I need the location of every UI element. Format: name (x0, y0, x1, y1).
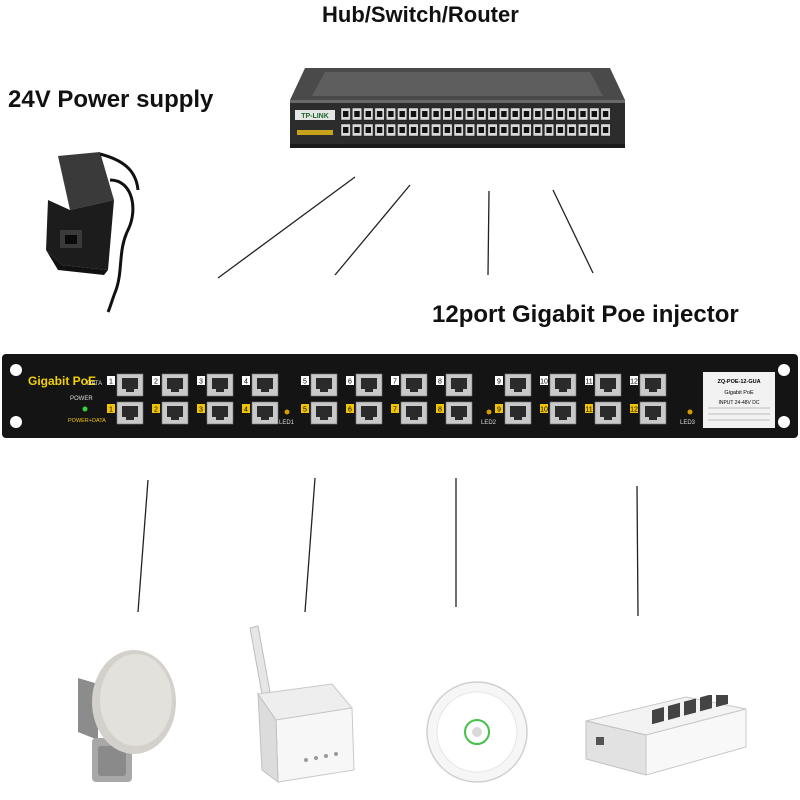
power-port-number: 12 (630, 407, 638, 414)
data-port-number: 4 (244, 379, 248, 386)
power-port-number: 6 (348, 407, 352, 414)
mount-hole (778, 416, 790, 428)
mount-hole (10, 416, 22, 428)
power-port-number: 3 (199, 407, 203, 414)
connection-line (637, 486, 638, 616)
power-port-number: 5 (303, 407, 307, 414)
led1-indicator (285, 410, 290, 415)
connection-line (335, 185, 410, 275)
led2-indicator (487, 410, 492, 415)
power-port-number: 11 (585, 407, 592, 414)
power-data-label: POWER+DATA (68, 418, 106, 424)
connection-line (138, 480, 148, 612)
data-port-number: 12 (630, 379, 638, 386)
poe-switch-device (582, 695, 750, 780)
power-port-number: 4 (244, 407, 248, 414)
power-supply (38, 150, 153, 315)
data-port-number: 10 (540, 379, 548, 386)
input-text: INPUT 24-48V DC (718, 400, 759, 406)
network-switch: TP-LINK (285, 60, 630, 152)
connection-line (218, 177, 355, 278)
data-port-number: 9 (497, 379, 501, 386)
outdoor-cpe-device (72, 640, 182, 790)
power-port-number: 10 (540, 407, 548, 414)
wifi-router-device (240, 622, 360, 787)
power-port-number: 9 (497, 407, 501, 414)
data-port-number: 11 (585, 379, 592, 386)
data-port-number: 7 (393, 379, 397, 386)
power-label: POWER (70, 396, 93, 402)
connection-line (305, 478, 315, 612)
data-port-number: 5 (303, 379, 307, 386)
led3-indicator (688, 410, 693, 415)
connection-line (488, 191, 489, 275)
data-port-number: 6 (348, 379, 352, 386)
model-text: ZQ-POE-12-GUA (717, 379, 760, 385)
data-port-number: 3 (199, 379, 203, 386)
injector-brand: Gigabit PoE (28, 374, 96, 388)
mount-hole (10, 364, 22, 376)
connection-line (553, 190, 593, 273)
product-text: Gigabit PoE (724, 390, 754, 396)
poe-injector-panel: Gigabit PoE DATA POWER POWER+DATA 112233… (0, 352, 800, 444)
power-led (83, 407, 88, 412)
data-port-number: 1 (109, 379, 113, 386)
power-port-number: 1 (109, 407, 113, 414)
led1-label: LED1 (279, 420, 295, 426)
power-port-number: 7 (393, 407, 397, 414)
data-label: DATA (87, 381, 102, 387)
led2-label: LED2 (481, 420, 497, 426)
data-port-number: 8 (438, 379, 442, 386)
power-port-number: 2 (154, 407, 158, 414)
power-port-number: 8 (438, 407, 442, 414)
switch-brand: TP-LINK (301, 113, 329, 120)
mount-hole (778, 364, 790, 376)
data-port-number: 2 (154, 379, 158, 386)
ceiling-access-point-device (422, 676, 532, 788)
led3-label: LED3 (680, 420, 696, 426)
